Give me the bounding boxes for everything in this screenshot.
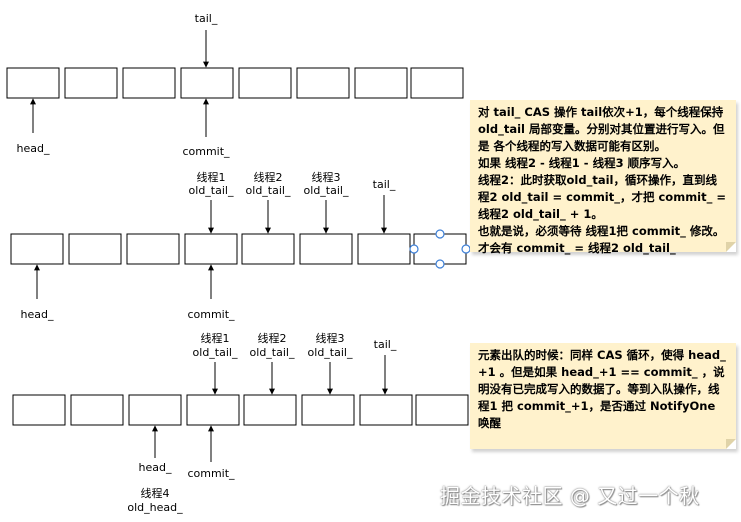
note1-line: 线程2：此时获取old_tail，循环操作，直到线程2 old_tail = c…: [478, 173, 727, 221]
row1-slot: [64, 67, 118, 99]
row3-slot: [359, 394, 413, 426]
row1-slot: [180, 67, 234, 99]
row3-slot: [301, 394, 355, 426]
row1-buffer: [6, 67, 464, 99]
watermark: 掘金技术社区 @ 又过一个秋: [440, 484, 700, 508]
row3-slot: [128, 394, 182, 426]
row2-commit-label: commit_: [187, 308, 235, 321]
row2-thread3-var: old_tail_: [304, 184, 349, 197]
note1-line: 也就是说，必须等待 线程1把 commit_ 修改。才会有 commit_ = …: [478, 224, 725, 255]
selection-handles[interactable]: [409, 229, 471, 269]
row3-thread4-var: old_head_: [127, 501, 183, 514]
row3-thread2-label: 线程2: [258, 331, 287, 345]
row3-thread1-var: old_tail_: [193, 346, 238, 359]
row2-thread3-label: 线程3: [312, 170, 341, 184]
row3-slot: [12, 394, 66, 426]
row2-slot: [241, 233, 295, 265]
row2-tail-label: tail_: [373, 178, 396, 191]
row1-tail-label: tail_: [195, 12, 218, 25]
row2-slot: [299, 233, 353, 265]
note-fold-corner: [726, 439, 736, 449]
row2-thread2-label: 线程2: [254, 170, 283, 184]
row3-slot: [186, 394, 240, 426]
row3-thread2-var: old_tail_: [250, 346, 295, 359]
row3-thread1-label: 线程1: [201, 331, 230, 345]
selection-handle[interactable]: [409, 244, 419, 254]
row3-thread3-label: 线程3: [316, 331, 345, 345]
row2-slot: [126, 233, 180, 265]
row2-head-label: head_: [21, 308, 54, 321]
row1-slot: [238, 67, 292, 99]
row3-commit-label: commit_: [187, 467, 235, 480]
row3-thread3-var: old_tail_: [308, 346, 353, 359]
row3-slot: [243, 394, 297, 426]
row2-thread1-var: old_tail_: [189, 184, 234, 197]
row2-slot: [10, 233, 64, 265]
row2-buffer: [10, 233, 467, 265]
row3-head-label: head_: [139, 461, 172, 474]
row1-slot: [296, 67, 350, 99]
row3-slot: [415, 394, 469, 426]
row1-slot: [6, 67, 60, 99]
note-enqueue-explanation: 对 tail_ CAS 操作 tail依次+1，每个线程保持old_tail 局…: [470, 100, 736, 255]
row3-slot: [70, 394, 124, 426]
row2-slot: [357, 233, 411, 265]
row1-slot: [122, 67, 176, 99]
row3-buffer: [12, 394, 469, 426]
row2-thread2-var: old_tail_: [246, 184, 291, 197]
row2-thread1-label: 线程1: [197, 170, 226, 184]
note-fold-corner: [726, 242, 736, 252]
row1-slot: [410, 67, 464, 99]
row1-slot: [354, 67, 408, 99]
note1-line: 对 tail_ CAS 操作 tail依次+1，每个线程保持old_tail 局…: [478, 105, 725, 153]
note-dequeue-explanation: 元素出队的时候：同样 CAS 循环，使得 head_ +1 。但是如果 head…: [470, 343, 736, 449]
row3-thread4-label: 线程4: [141, 486, 170, 500]
row2-slot: [184, 233, 238, 265]
row3-tail-label: tail_: [374, 338, 397, 351]
note2-text: 元素出队的时候：同样 CAS 循环，使得 head_ +1 。但是如果 head…: [478, 348, 726, 430]
row1-commit-label: commit_: [182, 145, 230, 158]
selection-handle[interactable]: [435, 259, 445, 269]
row2-slot: [68, 233, 122, 265]
selection-handle[interactable]: [435, 229, 445, 239]
selection-handle[interactable]: [461, 244, 471, 254]
note1-line: 如果 线程2 - 线程1 - 线程3 顺序写入。: [478, 156, 686, 170]
row1-head-label: head_: [17, 142, 50, 155]
